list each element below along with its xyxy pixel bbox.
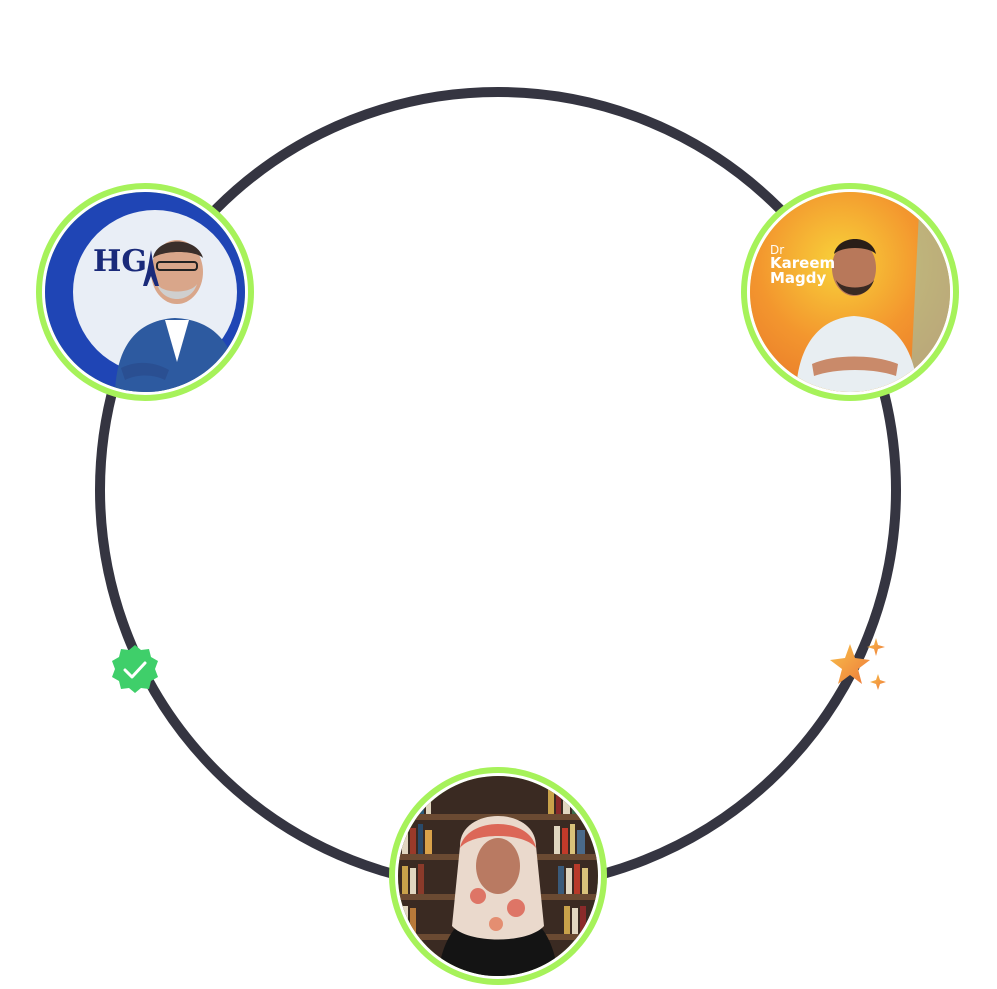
kareem-name-line1: Kareem	[770, 254, 836, 272]
avatar-kareem[interactable]: Dr Kareem Magdy	[741, 183, 959, 401]
avatar-library-photo	[395, 773, 601, 979]
kareem-title-block: Dr Kareem Magdy	[770, 244, 835, 286]
avatar-hg-photo: HG	[42, 189, 248, 395]
verified-check-icon	[112, 645, 158, 693]
avatar-library[interactable]	[389, 767, 607, 985]
hg-logo-text: HG	[93, 244, 147, 279]
avatar-kareem-photo: Dr Kareem Magdy	[747, 189, 953, 395]
kareem-name-line2: Magdy	[770, 269, 827, 287]
avatar-hg[interactable]: HG	[36, 183, 254, 401]
eiffel-tower-icon	[143, 250, 159, 286]
sparkle-stars-icon	[830, 638, 886, 690]
kareem-title: Dr	[770, 243, 785, 257]
